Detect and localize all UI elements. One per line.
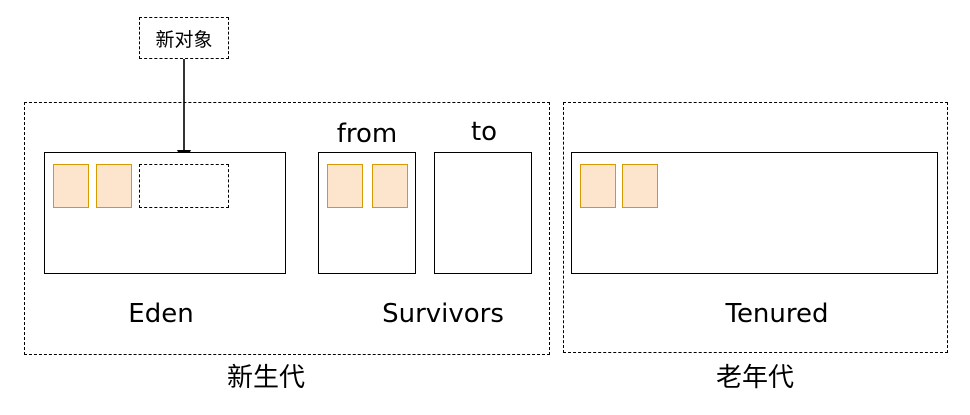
tenured-label: Tenured	[725, 299, 829, 329]
survivor-from-label: from	[336, 119, 398, 149]
survivors-label: Survivors	[382, 299, 504, 329]
young-generation-region	[24, 102, 550, 355]
eden-object-1	[53, 164, 89, 208]
survivor-object-1	[327, 164, 363, 208]
old-generation-region	[563, 102, 948, 353]
tenured-object-2	[622, 164, 658, 208]
survivor-to-label: to	[470, 117, 498, 147]
young-generation-label: 新生代	[226, 363, 306, 393]
tenured-object-1	[580, 164, 616, 208]
eden-label: Eden	[128, 299, 194, 329]
eden-object-2	[96, 164, 132, 208]
new-object-label: 新对象	[155, 28, 213, 51]
eden-new-object-slot	[139, 164, 229, 208]
survivor-object-2	[372, 164, 408, 208]
old-generation-label: 老年代	[715, 363, 795, 393]
new-object-box: 新对象	[139, 17, 229, 59]
survivor-to-space	[434, 152, 532, 274]
